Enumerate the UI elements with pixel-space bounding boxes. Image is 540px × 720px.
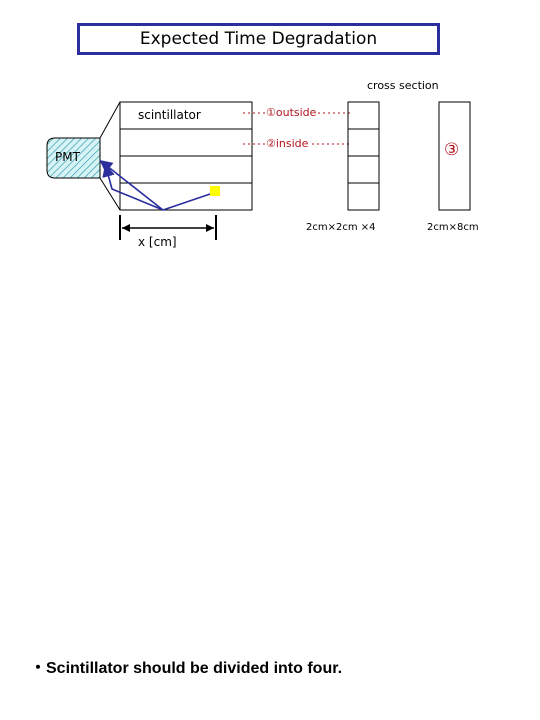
cross-section-four <box>347 101 380 211</box>
inside-label: ②inside <box>266 137 309 150</box>
cross-section-label: cross section <box>367 79 439 92</box>
light-guide-top <box>99 101 121 139</box>
title-box: Expected Time Degradation <box>77 23 440 55</box>
light-path-direct <box>99 160 164 211</box>
page-title: Expected Time Degradation <box>139 29 378 49</box>
x-dimension <box>119 215 217 240</box>
x-axis-label: x [cm] <box>138 235 177 249</box>
section-3-label: ③ <box>444 140 460 160</box>
outside-label: ①outside <box>266 106 317 119</box>
cross-section-single <box>438 101 471 211</box>
pmt-label: PMT <box>55 150 80 164</box>
light-path <box>102 163 217 211</box>
dimension-single-label: 2cm×8cm <box>427 222 479 233</box>
scintillator-bars <box>119 101 253 211</box>
pmt-body <box>46 137 101 179</box>
source-marker <box>210 186 220 196</box>
conclusion-note: ・Scintillator should be divided into fou… <box>30 660 343 677</box>
dimension-four-label: 2cm×2cm ×4 <box>306 222 376 233</box>
light-guide-bottom <box>99 177 121 211</box>
scintillator-label: scintillator <box>138 108 201 122</box>
